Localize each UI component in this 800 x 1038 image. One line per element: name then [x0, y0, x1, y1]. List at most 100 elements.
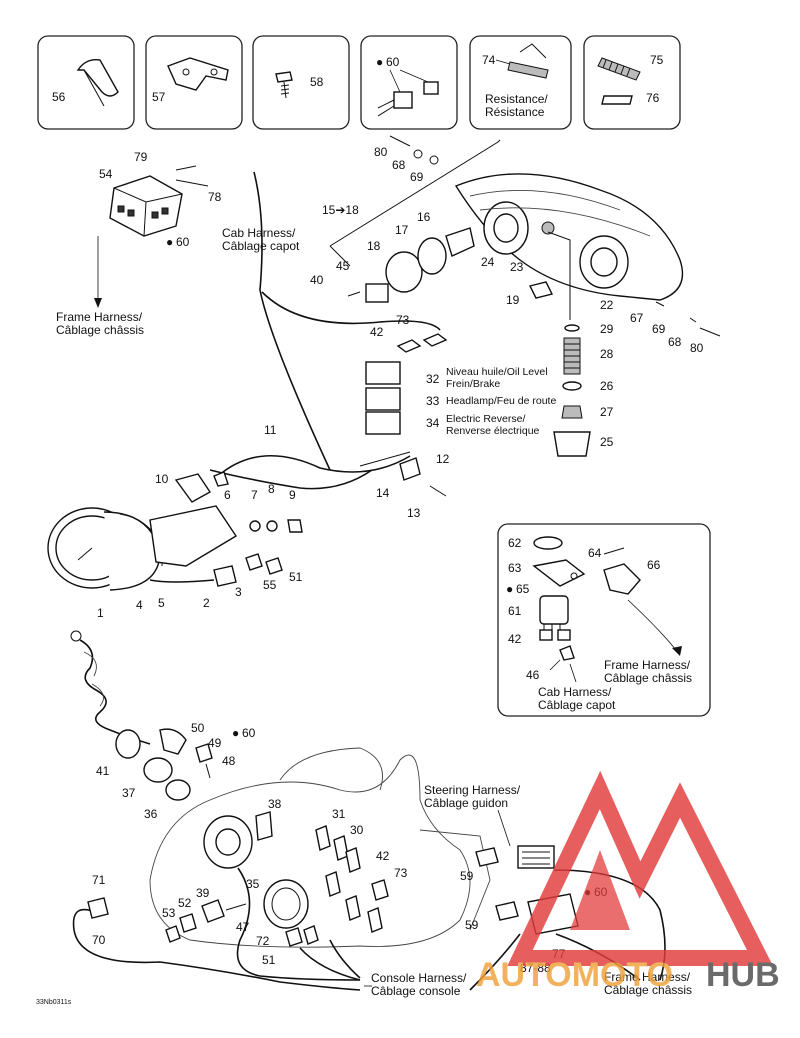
callout-49: 49	[208, 736, 222, 750]
callout-34: 34	[426, 416, 440, 430]
callout-50: 50	[191, 721, 205, 735]
callout-76: 76	[646, 91, 660, 105]
callout-30: 30	[350, 823, 364, 837]
electric-reverse-label-fr: Renverse électrique	[446, 425, 540, 437]
callout-27: 27	[600, 405, 614, 419]
frame-harness-inset-en: Frame Harness/	[604, 658, 691, 672]
callout-8: 8	[268, 482, 275, 496]
cab-harness-wire: Cab Harness/ Câblage capot	[222, 171, 441, 471]
callout-45: 45	[336, 259, 350, 273]
cab-harness-top-fr: Câblage capot	[222, 239, 300, 253]
callout-42-console: 42	[376, 849, 390, 863]
frame-harness-bottom-fr: Câblage châssis	[604, 983, 692, 997]
inset-bracket: 57	[145, 35, 243, 130]
callout-74: 74	[482, 53, 496, 67]
drawing-code: 33Nb0311s	[36, 999, 72, 1006]
callout-61: 61	[508, 604, 522, 618]
callout-62: 62	[508, 536, 522, 550]
callout-75: 75	[650, 53, 664, 67]
callout-22: 22	[600, 298, 614, 312]
callout-13: 13	[407, 506, 421, 520]
logo-text-hub: HUB	[706, 956, 780, 994]
callout-24: 24	[481, 255, 495, 269]
steering-harness-fr: Câblage guidon	[424, 796, 508, 810]
callout-35: 35	[246, 877, 260, 891]
callout-57: 57	[152, 90, 166, 104]
switch-stack: 42 73 32 33 34 Niveau huile/Oil Level Fr…	[365, 313, 556, 437]
callout-28: 28	[600, 347, 614, 361]
callout-65: 65	[516, 582, 530, 596]
callout-60-key: 60	[242, 726, 256, 740]
callout-63: 63	[508, 561, 522, 575]
callout-38: 38	[268, 797, 282, 811]
callout-39: 39	[196, 886, 210, 900]
callout-33: 33	[426, 394, 440, 408]
callout-14: 14	[376, 486, 390, 500]
callout-68-top: 68	[392, 158, 406, 172]
callout-72: 72	[256, 934, 270, 948]
callout-52: 52	[178, 896, 192, 910]
steering-harness-en: Steering Harness/	[424, 783, 521, 797]
callout-58: 58	[310, 75, 324, 89]
cab-harness-inset-en: Cab Harness/	[538, 685, 612, 699]
callout-2: 2	[203, 596, 210, 610]
callout-7: 7	[251, 488, 258, 502]
headlamp-label: Headlamp/Feu de route	[446, 395, 556, 407]
callout-53: 53	[162, 906, 176, 920]
callout-23: 23	[510, 260, 524, 274]
speedometer-gauge-assembly: 11 12 14 13 10 6 7 8 9 1 4 5 2 3 55 51	[47, 423, 450, 620]
callout-37: 37	[122, 786, 136, 800]
grease-drop-icon: ●	[232, 726, 239, 740]
callout-71: 71	[92, 873, 106, 887]
frame-harness-inset-fr: Câblage châssis	[604, 671, 692, 685]
callout-59-top: 59	[460, 869, 474, 883]
callout-36: 36	[144, 807, 158, 821]
console-harness-fr: Câblage console	[371, 984, 461, 998]
inset-screw: 58	[252, 35, 350, 130]
callout-51-top: 51	[289, 570, 303, 584]
grease-drop-icon: ●	[376, 55, 383, 69]
electric-reverse-label-en: Electric Reverse/	[446, 413, 525, 425]
callout-31: 31	[332, 807, 346, 821]
cab-harness-inset-fr: Câblage capot	[538, 698, 616, 712]
callout-18: 18	[367, 239, 381, 253]
callout-78: 78	[208, 190, 222, 204]
callout-12: 12	[436, 452, 450, 466]
frame-harness-bottom-en: Frame Harness/	[604, 970, 691, 984]
callout-6: 6	[224, 488, 231, 502]
callout-42-inset: 42	[508, 632, 522, 646]
callout-64: 64	[588, 546, 602, 560]
callout-55: 55	[263, 578, 277, 592]
callout-79: 79	[134, 150, 148, 164]
callout-5: 5	[158, 596, 165, 610]
callout-15-18: 15➔18	[322, 203, 359, 217]
cab-harness-top-en: Cab Harness/	[222, 226, 296, 240]
callout-1: 1	[97, 606, 104, 620]
callout-80-top: 80	[374, 145, 388, 159]
callout-11: 11	[264, 423, 277, 437]
callout-51-bottom: 51	[262, 953, 276, 967]
callout-66: 66	[647, 558, 661, 572]
callout-29: 29	[600, 322, 614, 336]
key-tether-and-ignition: 50 49 ● 60 48 41 37 36	[70, 630, 256, 821]
callout-40: 40	[310, 273, 324, 287]
callout-41: 41	[96, 764, 110, 778]
callout-69-top: 69	[410, 170, 424, 184]
console-harness-en: Console Harness/	[371, 971, 467, 985]
callout-4: 4	[136, 598, 143, 612]
callout-59-bottom: 59	[465, 918, 479, 932]
callout-25: 25	[600, 435, 614, 449]
callout-19: 19	[506, 293, 520, 307]
callout-67: 67	[630, 311, 644, 325]
callout-73-top: 73	[396, 313, 410, 327]
frame-harness-left-en: Frame Harness/	[56, 310, 143, 324]
callout-73-console: 73	[394, 866, 408, 880]
automotohub-watermark-logo: AUTOMOTO HUB	[476, 770, 780, 994]
grease-drop-icon: ●	[506, 582, 513, 596]
console-housing: 35 38 72 31 30 42 73 39 52 53 47 51	[72, 747, 491, 998]
callout-80-right: 80	[690, 341, 704, 355]
callout-46: 46	[526, 668, 540, 682]
callout-9: 9	[289, 488, 296, 502]
logo-text-automoto: AUTOMOTO	[476, 956, 673, 994]
